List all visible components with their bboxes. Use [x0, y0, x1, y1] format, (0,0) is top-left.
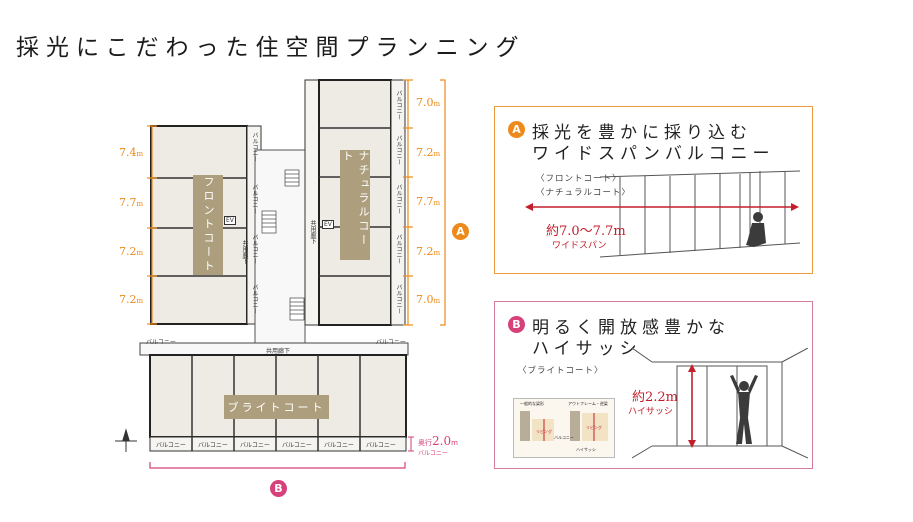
card-a-court-2: 〈ナチュラルコート〉	[536, 188, 631, 198]
dimension-label: 7.0m	[416, 293, 441, 306]
right-balcony-strip	[390, 79, 406, 326]
marker-b: B	[270, 480, 287, 497]
balcony-label: バルコニー	[395, 90, 402, 120]
balcony-label: バルコニー	[324, 442, 354, 449]
front-court-label: フロントコート	[193, 175, 223, 275]
right-dimension-lines	[403, 79, 413, 326]
card-b-heading-2: ハイサッシ	[532, 339, 642, 359]
height-value: 約2.2m	[632, 390, 679, 405]
dimension-label: 7.0m	[416, 96, 441, 109]
balcony-label: バルコニー	[251, 132, 258, 162]
inset-caption: ハイサッシ	[576, 447, 596, 452]
sash-comparison-inset: 一般的な梁形 アウトフレーム・逆梁 リビング リビング バルコニー ハイサッシ	[513, 398, 615, 458]
balcony-label: バルコニー	[156, 442, 186, 449]
depth-caption: バルコニー	[418, 450, 448, 457]
marker-b-bracket	[149, 462, 406, 469]
corridor-label: 共用廊下	[241, 240, 248, 264]
person-sitting-icon	[746, 212, 766, 247]
person-standing-icon	[730, 375, 758, 444]
stairs-icon	[261, 169, 305, 321]
inset-label: バルコニー	[554, 435, 574, 440]
balcony-label: バルコニー	[282, 442, 312, 449]
bottom-balcony-strip	[149, 436, 407, 452]
inset-label: リビング	[536, 429, 552, 434]
span-value: 約7.0～7.7m	[546, 224, 626, 239]
card-a-court-1: 〈フロントコート〉	[536, 174, 622, 184]
card-b-heading-1: 明るく開放感豊かな	[532, 318, 730, 338]
compass-icon	[115, 428, 137, 452]
card-b-court: 〈ブライトコート〉	[518, 366, 604, 376]
balcony-label: バルコニー	[376, 339, 406, 346]
inset-left-title: 一般的な梁形	[520, 401, 544, 406]
card-a-heading-2: ワイドスパンバルコニー	[532, 144, 775, 164]
card-a-heading-1: 採光を豊かに採り込む	[532, 123, 752, 143]
dimension-label: 7.7m	[119, 196, 144, 209]
span-arrow	[525, 203, 799, 211]
balcony-label: バルコニー	[251, 284, 258, 314]
balcony-label: バルコニー	[251, 184, 258, 214]
span-caption: ワイドスパン	[552, 241, 607, 251]
dimension-label: 7.2m	[119, 293, 144, 306]
high-sash-illustration	[632, 348, 808, 459]
balcony-label: バルコニー	[198, 442, 228, 449]
height-caption: ハイサッシ	[628, 407, 673, 417]
marker-a-bracket	[440, 79, 446, 326]
balcony-label: バルコニー	[240, 442, 270, 449]
dimension-label: 7.2m	[119, 245, 144, 258]
card-a-badge: A	[508, 121, 525, 138]
card-b-badge: B	[508, 316, 525, 333]
depth-label: 奥行2.0m	[418, 434, 458, 448]
dimension-label: 7.2m	[416, 245, 441, 258]
balcony-label: バルコニー	[251, 234, 258, 264]
dimension-label: 7.2m	[416, 146, 441, 159]
balcony-label: バルコニー	[395, 284, 402, 314]
elevator-label: EV	[322, 220, 334, 229]
inset-label: リビング	[586, 425, 602, 430]
dimension-label: 7.7m	[416, 195, 441, 208]
balcony-label: バルコニー	[395, 135, 402, 165]
depth-arrow	[408, 436, 414, 452]
page-title: 採光にこだわった住空間プランニング	[16, 35, 526, 61]
balcony-label: バルコニー	[395, 234, 402, 264]
inset-right-title: アウトフレーム・逆梁	[568, 401, 608, 406]
corridor-label: 共用廊下	[309, 220, 316, 244]
balcony-label: バルコニー	[366, 442, 396, 449]
right-corridor-strip	[304, 79, 320, 326]
natural-court-label: ナチュラルコート	[340, 150, 370, 260]
corridor-label: 共用廊下	[266, 348, 291, 355]
balcony-sash-illustration	[600, 170, 800, 258]
balcony-label: バルコニー	[395, 184, 402, 214]
dimension-label: 7.4m	[119, 146, 144, 159]
inset-diagram	[520, 411, 608, 441]
marker-a: A	[452, 223, 469, 240]
left-dimension-lines	[147, 125, 157, 325]
elevator-label: EV	[224, 216, 236, 225]
balcony-label: バルコニー	[146, 339, 176, 346]
bright-court-label: ブライトコート	[224, 395, 329, 419]
